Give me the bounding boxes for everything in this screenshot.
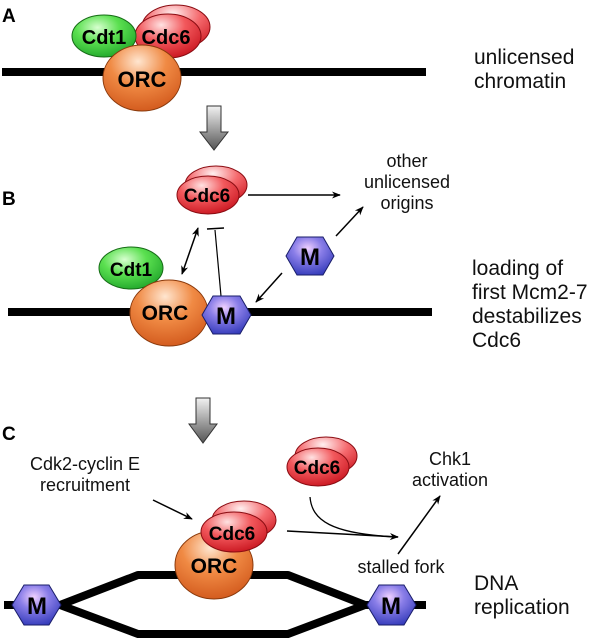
cdt1-protein: Cdt1 bbox=[71, 14, 137, 58]
mcm-hexamer-right: M bbox=[366, 584, 417, 626]
side-label-c-line2: replication bbox=[474, 596, 570, 619]
side-label-c-line1: DNA bbox=[474, 572, 518, 595]
mcm-label: M bbox=[300, 244, 320, 271]
cdc6-protein-free: Cdc6 bbox=[286, 436, 358, 487]
arrow-mcm-to-other-origins bbox=[335, 206, 364, 237]
arrow-orc-cdc6-bidirectional bbox=[181, 227, 199, 275]
orc-protein: ORC bbox=[129, 279, 209, 347]
chk1-annotation-line2: activation bbox=[412, 470, 488, 490]
arrow-mcm-loading bbox=[255, 272, 283, 303]
cdc6-label: Cdc6 bbox=[142, 27, 191, 49]
stalled-fork-label: stalled fork bbox=[357, 557, 445, 577]
side-label-a-line1: unlicensed bbox=[474, 46, 574, 69]
panel-b: B Cdc6 Cdt1 ORC M M other bbox=[2, 151, 588, 352]
step-arrow-b-to-c bbox=[188, 397, 218, 444]
mcm-label: M bbox=[216, 303, 236, 330]
panel-letter-a: A bbox=[2, 6, 16, 27]
chk1-annotation-line1: Chk1 bbox=[429, 449, 471, 469]
step-arrow-a-to-b bbox=[198, 105, 230, 151]
chromatin-dna-line bbox=[2, 68, 426, 76]
orc-label: ORC bbox=[191, 555, 238, 578]
panel-letter-c: C bbox=[2, 424, 16, 445]
inhibition-mcm-to-cdc6 bbox=[214, 229, 222, 297]
cdt1-label: Cdt1 bbox=[110, 260, 153, 281]
side-label-b-line3: destabilizes bbox=[472, 305, 582, 328]
cdt1-protein: Cdt1 bbox=[98, 246, 164, 290]
cdc6-protein-bound: Cdc6 bbox=[200, 500, 277, 553]
side-label-b-line2: first Mcm2-7 bbox=[472, 281, 588, 304]
other-origins-line2: unlicensed bbox=[364, 172, 450, 192]
cdc6-label: Cdc6 bbox=[209, 524, 255, 545]
side-label-a-line2: chromatin bbox=[474, 70, 566, 93]
orc-label: ORC bbox=[142, 302, 189, 325]
mcm-hexamer-bound: M bbox=[201, 295, 252, 335]
inhibition-bar bbox=[206, 227, 225, 230]
mcm-label: M bbox=[27, 593, 47, 620]
cdc6-protein: Cdc6 bbox=[176, 165, 248, 215]
cdc6-label: Cdc6 bbox=[184, 186, 230, 207]
cdc6-label: Cdc6 bbox=[294, 458, 340, 479]
mcm-label: M bbox=[381, 593, 401, 620]
cdt1-label: Cdt1 bbox=[82, 27, 126, 49]
cdk2-annotation-line1: Cdk2-cyclin E bbox=[30, 454, 140, 474]
arrow-cdk2-recruitment bbox=[152, 499, 193, 520]
other-origins-line3: origins bbox=[380, 193, 433, 213]
panel-letter-b: B bbox=[2, 189, 16, 210]
side-label-b-line4: Cdc6 bbox=[472, 329, 521, 352]
mcm-hexamer-left: M bbox=[11, 584, 62, 626]
arrow-fork-to-chk1 bbox=[397, 495, 441, 555]
curve-cdc6-to-fork bbox=[309, 496, 399, 538]
orc-label: ORC bbox=[118, 67, 167, 92]
mcm-hexamer-free: M bbox=[285, 236, 335, 276]
side-label-b-line1: loading of bbox=[472, 257, 563, 280]
cdk2-annotation-line2: recruitment bbox=[40, 475, 130, 495]
panel-c: C Cdc6 ORC Cdc6 M bbox=[2, 424, 570, 638]
orc-protein: ORC bbox=[102, 44, 182, 112]
other-origins-line1: other bbox=[386, 151, 427, 171]
panel-a: A Cdc6 Cdt1 ORC unlicensed chromatin bbox=[2, 4, 574, 112]
